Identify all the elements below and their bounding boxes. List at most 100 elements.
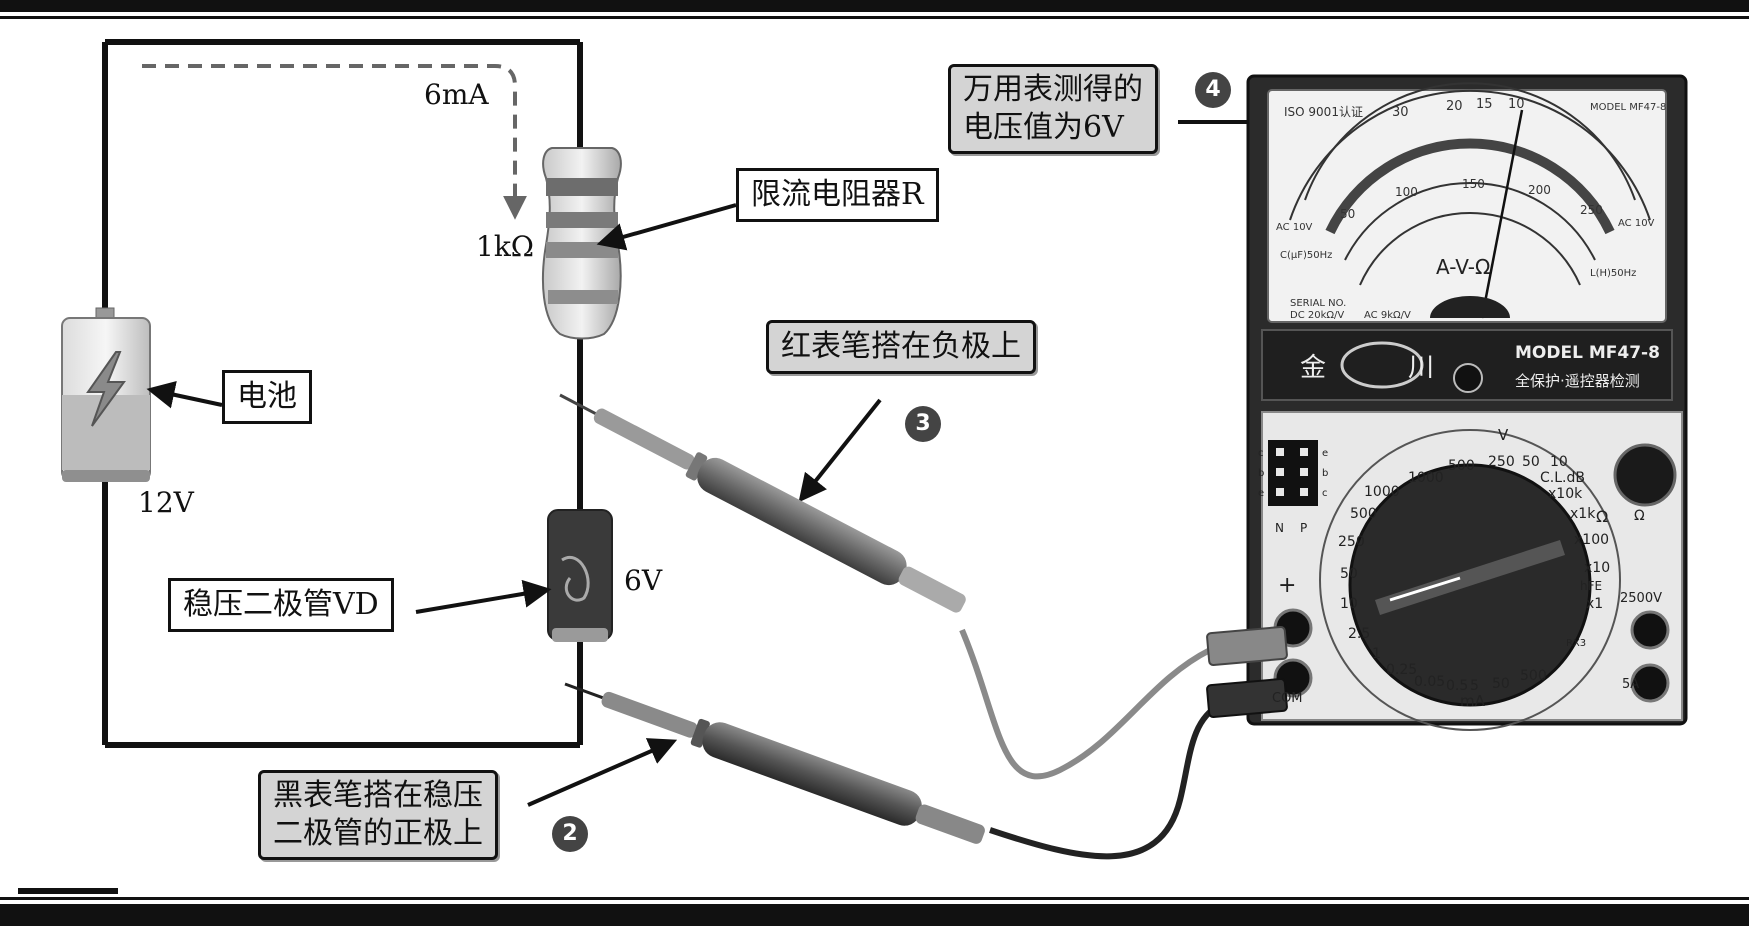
meter-brand-right: 川	[1408, 353, 1434, 383]
resistance-value: 1kΩ	[476, 230, 534, 263]
black-probe-icon	[564, 682, 985, 844]
dial-top-label: 50	[1522, 454, 1540, 470]
meter-reading-label-line1: 万用表测得的	[963, 72, 1143, 107]
current-flow-arrow	[142, 64, 527, 220]
battery-icon	[61, 307, 151, 482]
black-probe-label: 黑表笔搭在稳压 二极管的正极上	[258, 770, 498, 860]
meter-ac-right: AC 10V	[1618, 218, 1655, 229]
meter-reading-label-line2: 电压值为6V	[963, 110, 1124, 145]
dial-left-label: 10	[1340, 596, 1358, 612]
dial-left-label: 500	[1350, 506, 1377, 522]
scale-tick: 100	[1395, 185, 1418, 199]
red-probe-label: 红表笔搭在负极上	[766, 320, 1036, 374]
dial-bottom-label: 500	[1520, 668, 1547, 684]
jack-5a[interactable]	[1630, 663, 1670, 703]
meter-scale-center: A-V-Ω	[1436, 255, 1490, 279]
bottom-border-thin	[0, 897, 1749, 900]
scale-tick: 50	[1340, 207, 1355, 221]
red-lead-wire	[959, 628, 1212, 780]
dial-left-label: 50	[1340, 566, 1358, 582]
socket-letter: e	[1322, 448, 1328, 459]
jack-2500v-label: 2500V	[1620, 591, 1662, 606]
red-probe-icon	[559, 393, 966, 613]
scale-tick: 15	[1476, 97, 1493, 112]
meter-cap: C(μF)50Hz	[1280, 250, 1332, 261]
meter-ac-left: AC 10V	[1276, 222, 1313, 233]
meter-scale-window	[1267, 89, 1667, 323]
resistor-label: 限流电阻器R	[736, 168, 939, 222]
dial-bottom-label: 5	[1470, 678, 1479, 694]
np-p-label: P	[1300, 521, 1307, 535]
scale-tick: 20	[1446, 99, 1463, 114]
meter-dc: DC 20kΩ/V	[1290, 310, 1344, 321]
dial-top-label: 1000	[1408, 470, 1444, 486]
meter-model: MODEL MF47-8	[1515, 343, 1660, 363]
socket-letter: b	[1258, 468, 1264, 479]
step-3-badge: 3	[905, 406, 941, 442]
dial-top-label: 250	[1488, 454, 1515, 470]
dial-right-label: x1k	[1570, 506, 1596, 522]
meter-reading-label: 万用表测得的 电压值为6V	[948, 64, 1158, 154]
current-value: 6mA	[424, 78, 489, 111]
battery-label: 电池	[222, 370, 312, 424]
zener-label: 稳压二极管VD	[168, 578, 394, 632]
meter-ind: L(H)50Hz	[1590, 268, 1636, 279]
dial-top-label: 10	[1550, 454, 1568, 470]
zener-diode-icon	[547, 509, 613, 642]
step-2-badge: 2	[552, 816, 588, 852]
scale-tick: 150	[1462, 177, 1485, 191]
socket-letter: c	[1322, 488, 1328, 499]
red-plug	[1206, 625, 1288, 667]
dial-bottom-label: 50	[1492, 676, 1510, 692]
dial-bottom-label: 0.5	[1446, 678, 1468, 694]
plus-jack-label: +	[1278, 573, 1296, 598]
dial-left-label: 250	[1338, 534, 1365, 550]
meter-iso: ISO 9001认证	[1284, 105, 1363, 119]
bottom-border	[0, 904, 1749, 926]
dial-right-label: x10k	[1548, 486, 1583, 502]
dial-left-label: 2.5	[1348, 626, 1370, 642]
black-probe-label-line2: 二极管的正极上	[273, 816, 483, 851]
dial-bottom-label: 0.25	[1386, 662, 1417, 678]
scale-tick: 250	[1580, 203, 1603, 217]
meter-serial: SERIAL NO.	[1290, 298, 1346, 309]
scale-tick: 10	[1508, 97, 1525, 112]
np-n-label: N	[1275, 521, 1284, 535]
dial-top-label: 500	[1448, 458, 1475, 474]
dial-bottom-label: 0.05	[1414, 674, 1445, 690]
meter-brand-left: 金	[1300, 353, 1326, 383]
socket-letter: b	[1322, 468, 1328, 479]
knob-ohm-label: Ω	[1634, 508, 1645, 524]
ohm-adjust-knob[interactable]	[1613, 443, 1677, 507]
socket-letter: e	[1258, 488, 1264, 499]
black-probe-label-line1: 黑表笔搭在稳压	[273, 778, 483, 813]
step-4-badge: 4	[1195, 72, 1231, 108]
meter-ac: AC 9kΩ/V	[1364, 310, 1411, 321]
hfe-socket	[1268, 440, 1318, 506]
dial-right-label: x1	[1586, 596, 1603, 612]
meter-bottom-label: RX3	[1566, 638, 1586, 649]
socket-letter: c	[1258, 448, 1264, 459]
dial-cldb-label: C.L.dB	[1540, 470, 1585, 486]
corner-mark	[18, 888, 118, 894]
jack-2500v[interactable]	[1630, 610, 1670, 650]
multimeter	[1206, 74, 1688, 731]
dial-ma-label: mA	[1460, 692, 1486, 710]
dial-right-label: x100	[1574, 532, 1609, 548]
meter-model-small: MODEL MF47-8	[1590, 102, 1666, 113]
black-lead-wire	[989, 702, 1222, 860]
com-jack-label: COM	[1272, 691, 1303, 706]
battery-voltage-value: 12V	[138, 486, 194, 519]
dial-hfe-label: hFE	[1580, 579, 1602, 593]
meter-subtitle: 全保护·遥控器检测	[1515, 372, 1640, 390]
zener-voltage-value: 6V	[624, 564, 663, 597]
dial-left-label: 1000	[1364, 484, 1400, 500]
dial-bottom-label: 1	[1372, 646, 1381, 662]
scale-tick: 30	[1392, 105, 1409, 120]
black-plug	[1206, 677, 1288, 719]
dial-right-label: x10	[1584, 560, 1610, 576]
circuit-wires	[102, 39, 583, 748]
meter-needle	[1480, 109, 1524, 319]
top-border	[0, 0, 1749, 12]
